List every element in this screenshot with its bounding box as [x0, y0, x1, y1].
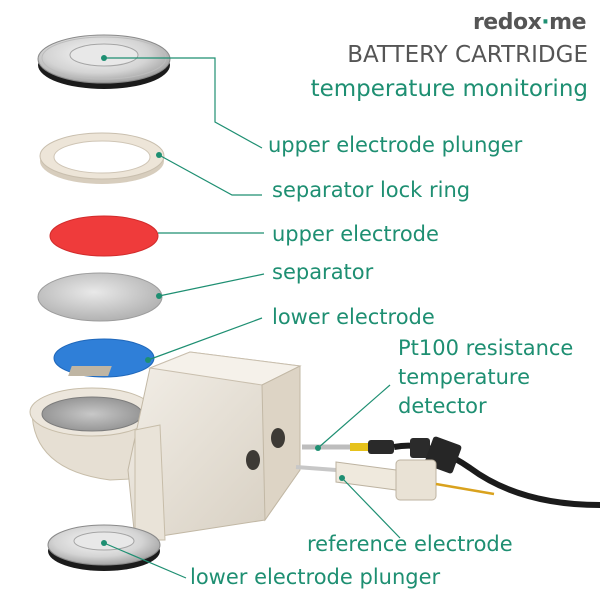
label-lower-electrode: lower electrode — [272, 305, 435, 329]
separator-disc — [37, 272, 163, 322]
leader-lines — [101, 55, 401, 579]
upper-electrode-disc — [49, 215, 159, 257]
brand-suffix: me — [549, 10, 586, 35]
upper-electrode-plunger — [37, 34, 171, 89]
label-upper-electrode-plunger: upper electrode plunger — [268, 133, 523, 157]
label-pt100-line3: detector — [398, 394, 487, 418]
brand-mark: · — [541, 10, 550, 35]
lower-electrode-plunger — [47, 524, 161, 571]
label-pt100-line2: temperature — [398, 365, 530, 389]
label-upper-electrode: upper electrode — [272, 222, 439, 246]
label-reference-electrode: reference electrode — [307, 532, 513, 556]
diagram-subtitle: temperature monitoring — [310, 76, 588, 102]
diagram-title: BATTERY CARTRIDGE — [347, 42, 588, 68]
label-pt100-line1: Pt100 resistance — [398, 336, 574, 360]
label-separator-lock-ring: separator lock ring — [272, 178, 471, 202]
label-separator: separator — [272, 260, 374, 284]
brand-logo: redox·me — [472, 10, 587, 35]
reference-electrode — [295, 459, 495, 501]
separator-lock-ring — [39, 132, 165, 184]
cell-body — [29, 351, 302, 541]
label-lower-electrode-plunger: lower electrode plunger — [190, 565, 441, 589]
brand-prefix: redox — [472, 10, 542, 35]
